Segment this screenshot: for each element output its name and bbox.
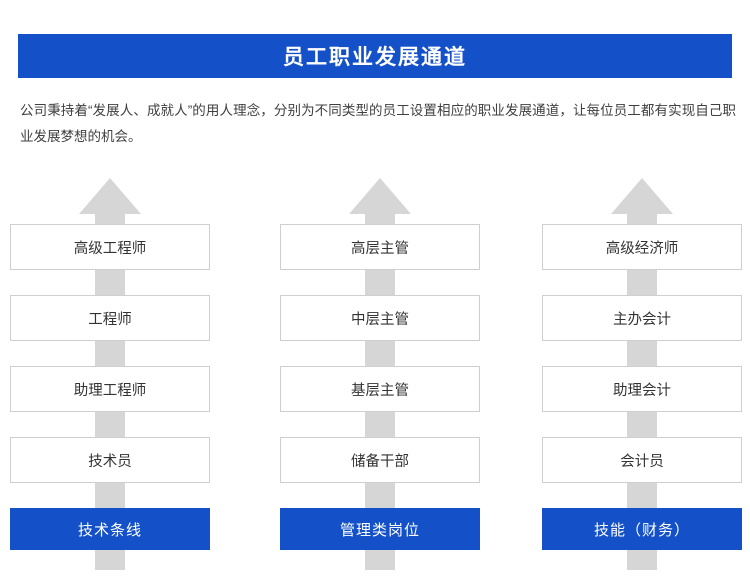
column-base-label: 管理类岗位 <box>280 508 480 550</box>
level-box-list: 高级工程师 工程师 助理工程师 技术员 技术条线 <box>10 224 210 550</box>
column-base-label: 技术条线 <box>10 508 210 550</box>
level-box-list: 高级经济师 主办会计 助理会计 会计员 技能（财务） <box>542 224 742 550</box>
arrow-head <box>79 178 141 214</box>
career-column-technical: 高级工程师 工程师 助理工程师 技术员 技术条线 <box>10 178 210 570</box>
level-box: 储备干部 <box>280 437 480 483</box>
level-box: 基层主管 <box>280 366 480 412</box>
career-columns: 高级工程师 工程师 助理工程师 技术员 技术条线 高层主管 中层主管 基层主管 … <box>0 178 750 578</box>
arrow-head <box>611 178 673 214</box>
intro-paragraph: 公司秉持着“发展人、成就人”的用人理念，分别为不同类型的员工设置相应的职业发展通… <box>20 103 736 144</box>
level-box: 中层主管 <box>280 295 480 341</box>
level-box: 高级经济师 <box>542 224 742 270</box>
page-header-banner: 员工职业发展通道 <box>18 34 732 78</box>
level-box: 助理会计 <box>542 366 742 412</box>
career-column-management: 高层主管 中层主管 基层主管 储备干部 管理类岗位 <box>280 178 480 570</box>
career-column-finance: 高级经济师 主办会计 助理会计 会计员 技能（财务） <box>542 178 742 570</box>
level-box: 高级工程师 <box>10 224 210 270</box>
arrow-head <box>349 178 411 214</box>
page-title: 员工职业发展通道 <box>283 46 467 69</box>
level-box: 高层主管 <box>280 224 480 270</box>
level-box: 会计员 <box>542 437 742 483</box>
level-box: 主办会计 <box>542 295 742 341</box>
level-box: 助理工程师 <box>10 366 210 412</box>
level-box-list: 高层主管 中层主管 基层主管 储备干部 管理类岗位 <box>280 224 480 550</box>
level-box: 工程师 <box>10 295 210 341</box>
level-box: 技术员 <box>10 437 210 483</box>
column-base-label: 技能（财务） <box>542 508 742 550</box>
